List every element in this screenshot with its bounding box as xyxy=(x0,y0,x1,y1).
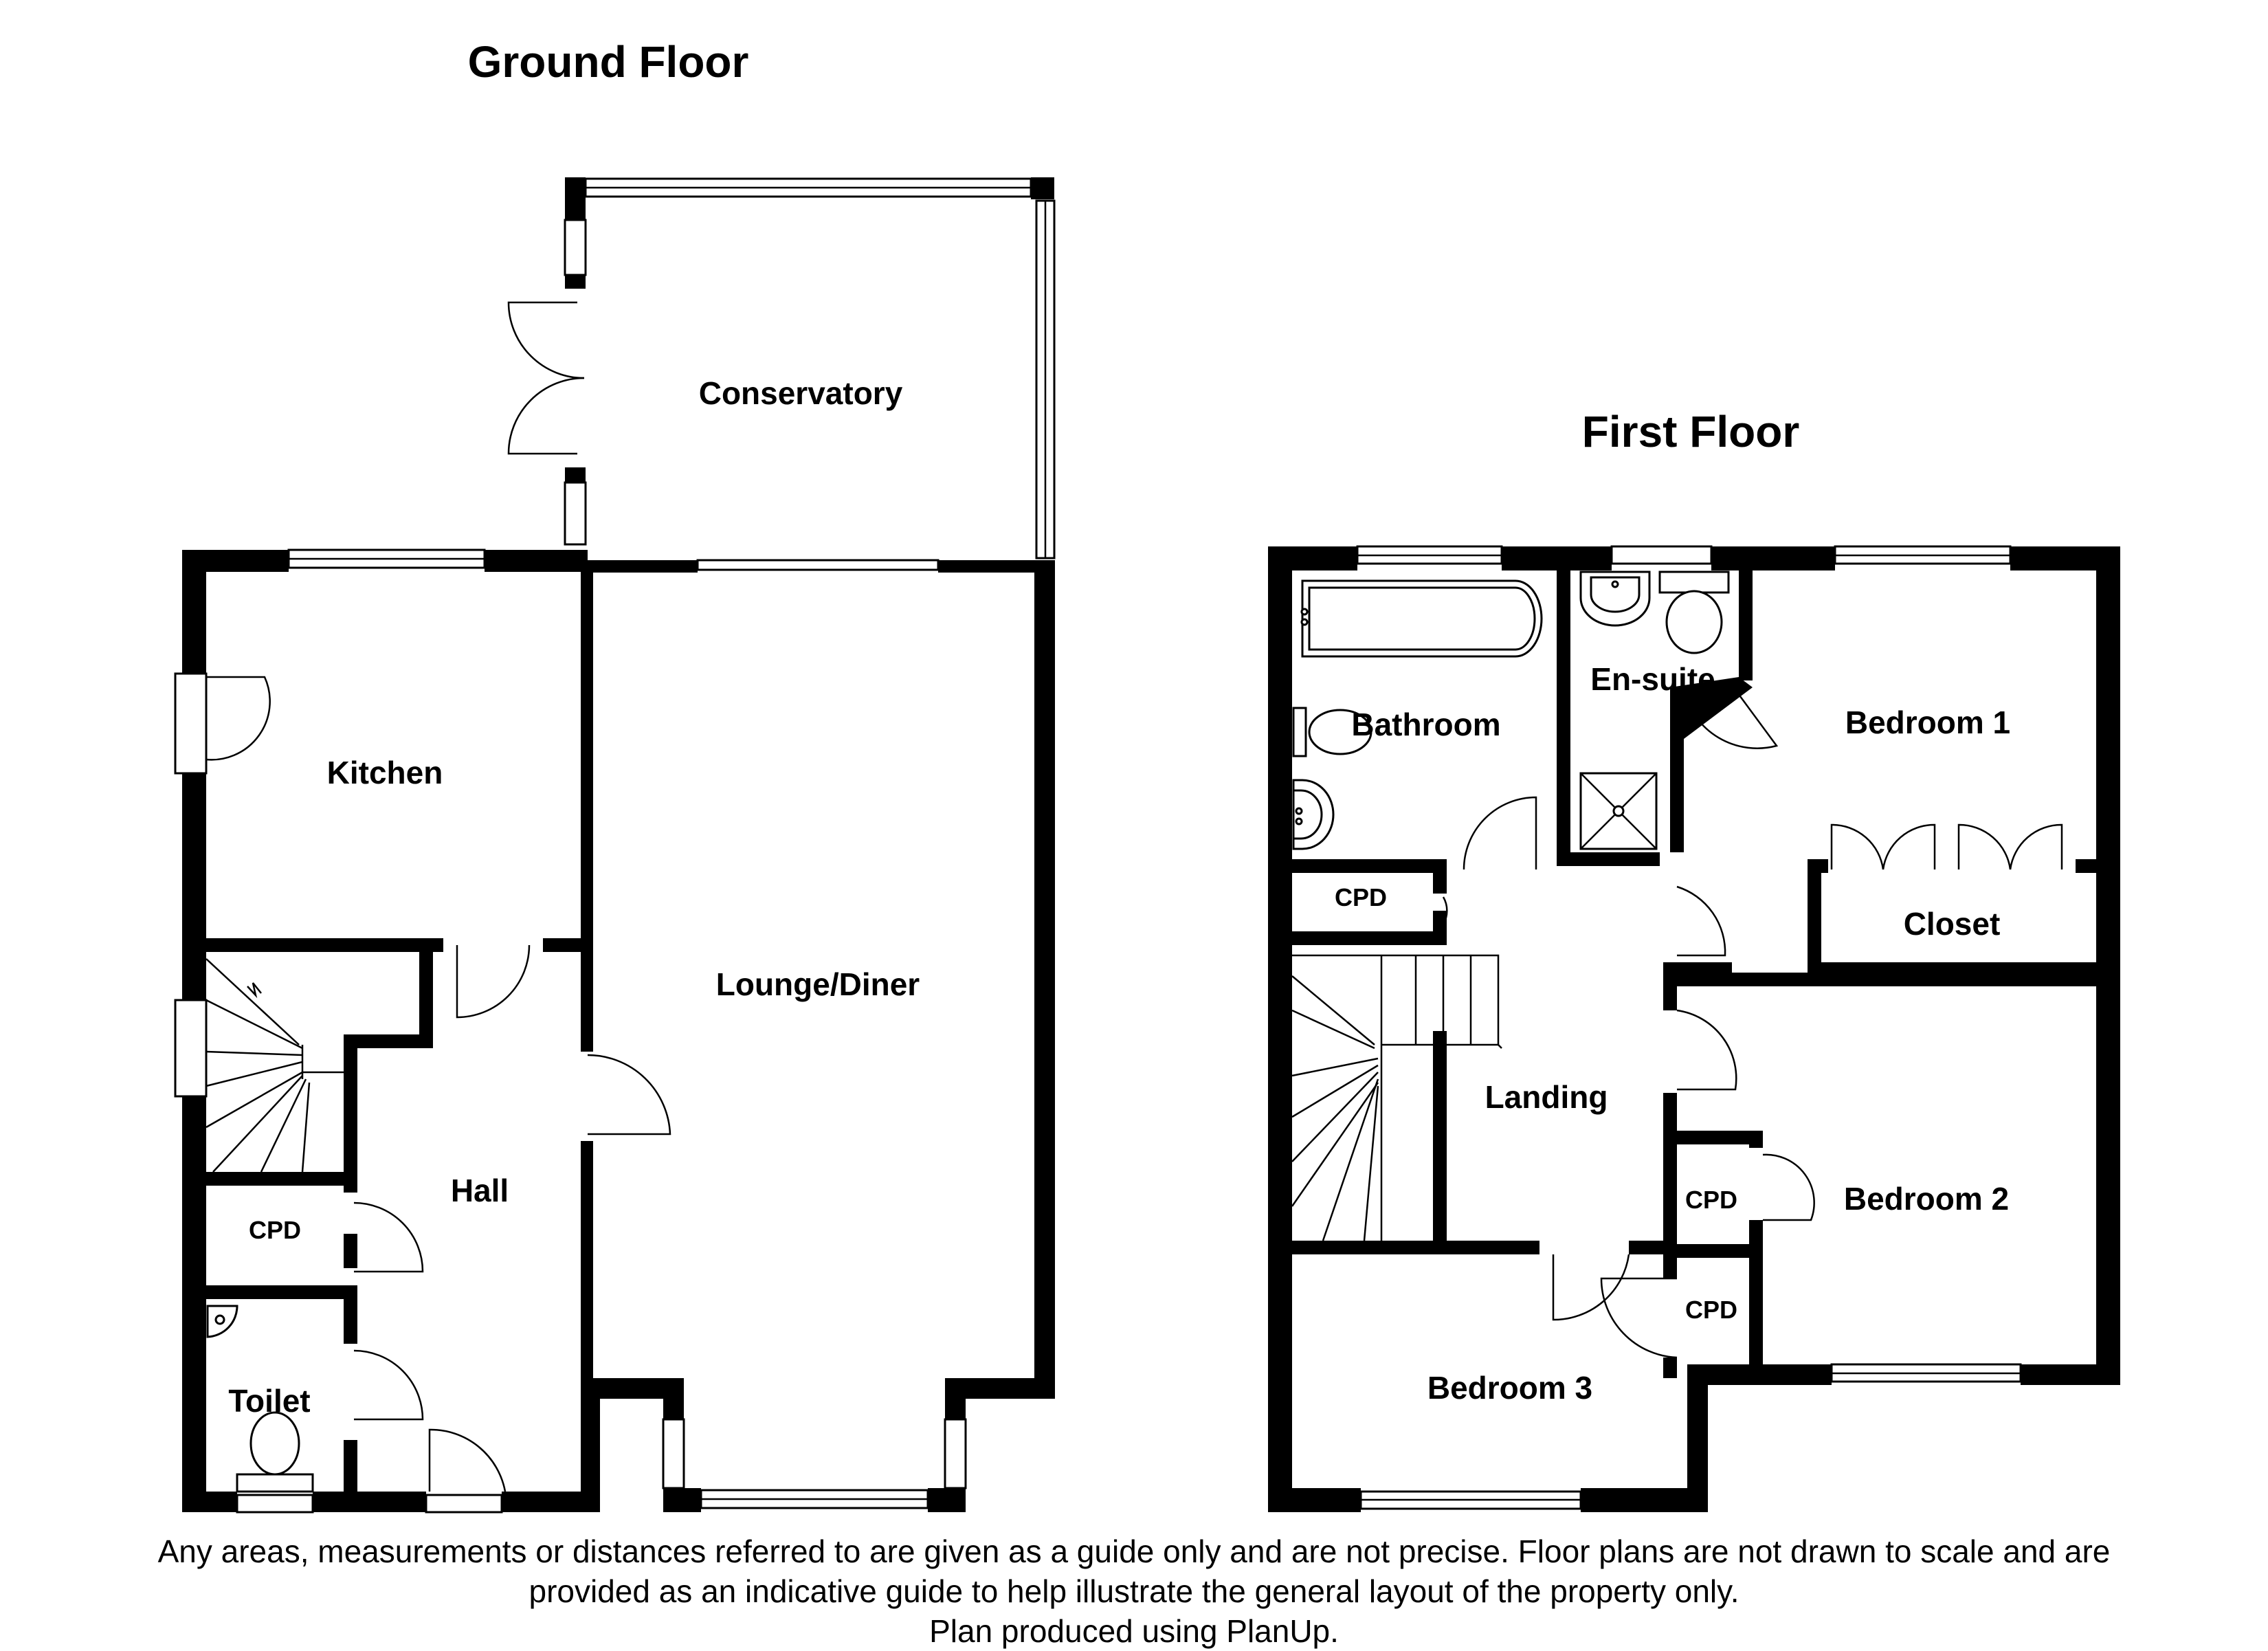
first-floor-plan: First Floor xyxy=(1268,407,2120,1512)
first-floor-stairs xyxy=(1291,954,1502,1241)
first-floor-walls xyxy=(1268,545,2120,1512)
conservatory-french-doors xyxy=(507,301,585,455)
toilet-label: Toilet xyxy=(228,1383,310,1419)
ground-floor-plan: Ground Floor xyxy=(174,37,1056,1514)
bathroom-label: Bathroom xyxy=(1351,707,1500,742)
first-floor-heading: First Floor xyxy=(1582,407,1799,456)
closet-label: Closet xyxy=(1904,906,2001,942)
first-floor-internal-walls xyxy=(1292,570,2096,1378)
ground-floor-doors xyxy=(205,676,671,1492)
ground-floor-heading: Ground Floor xyxy=(468,37,749,87)
landing-label: Landing xyxy=(1485,1079,1608,1115)
bathroom-fixtures xyxy=(1292,579,1543,850)
first-floor-doors xyxy=(1442,680,1815,1359)
lounge-diner-label: Lounge/Diner xyxy=(716,966,920,1002)
bedroom-1-label: Bedroom 1 xyxy=(1845,705,2010,740)
bedroom-3-label: Bedroom 3 xyxy=(1427,1370,1592,1406)
landing-cpd-label: CPD xyxy=(1335,883,1387,911)
disclaimer-line-2: provided as an indicative guide to help … xyxy=(529,1573,1739,1609)
conservatory-label: Conservatory xyxy=(699,375,903,411)
disclaimer-line-1: Any areas, measurements or distances ref… xyxy=(157,1533,2111,1569)
bedroom-2-cpd-label: CPD xyxy=(1685,1186,1737,1214)
ground-floor-internal-walls xyxy=(206,938,584,1492)
bedroom-2-label: Bedroom 2 xyxy=(1844,1181,2009,1217)
disclaimer-text: Any areas, measurements or distances ref… xyxy=(0,1531,2268,1651)
closet-doors xyxy=(1830,823,2063,870)
ground-cpd-label: CPD xyxy=(249,1216,301,1244)
kitchen-label: Kitchen xyxy=(327,755,443,790)
hall-label: Hall xyxy=(451,1173,509,1208)
ground-floor-stairs xyxy=(205,958,344,1173)
en-suite-label: En-suite xyxy=(1590,661,1715,697)
en-suite-fixtures xyxy=(1579,570,1730,850)
conservatory-walls xyxy=(564,177,1056,559)
bedroom-3-cpd-label: CPD xyxy=(1685,1296,1737,1324)
disclaimer-line-3: Plan produced using PlanUp. xyxy=(929,1613,1339,1649)
toilet-fixtures xyxy=(206,1305,314,1493)
ground-floor-walls xyxy=(174,549,1055,1514)
